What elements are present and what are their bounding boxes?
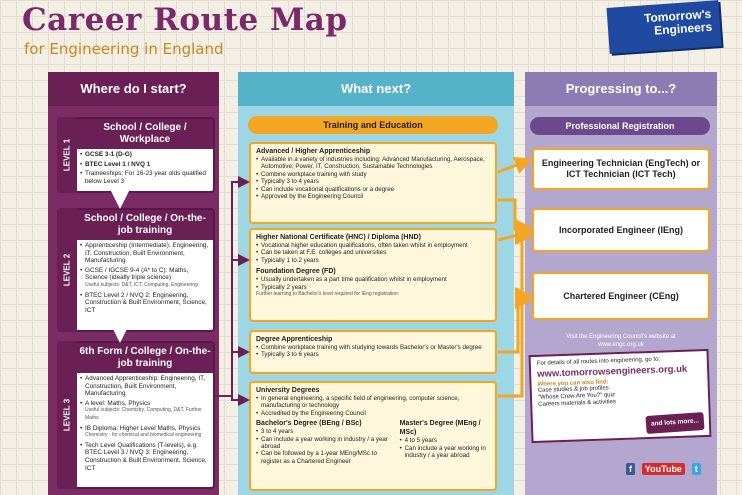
master-section: Master's Degree (MEng / MSc) 4 to 5 year…	[400, 419, 490, 465]
level-heading: School / College / On-the-job training	[77, 210, 213, 240]
box-title: Advanced / Higher Apprenticeship	[256, 148, 371, 155]
university-degrees-box: University Degrees In general engineerin…	[249, 381, 497, 491]
page-title: Career Route Map	[22, 2, 348, 38]
list-item: 3 to 4 years	[256, 428, 394, 436]
level-1-box: LEVEL 1 School / College / Workplace GCS…	[57, 117, 215, 193]
ieng-box: Incorporated Engineer (IEng)	[532, 208, 710, 252]
column-next-header: What next?	[238, 72, 514, 106]
list-item: Accredited by the Engineering Council	[256, 410, 490, 418]
ceng-box: Chartered Engineer (CEng)	[532, 272, 710, 320]
logo[interactable]: Tomorrow's Engineers	[606, 0, 722, 54]
column-progress-header: Progressing to...?	[525, 72, 717, 106]
list-item: GCSE / IGCSE 9-4 (A* to C): Maths, Scien…	[80, 267, 210, 290]
list-item: BTEC Level 2 / NVQ 2: Engineering, Const…	[80, 292, 210, 315]
box-title: Foundation Degree (FD)	[256, 268, 336, 276]
list-item: IB Diploma: Higher Level Maths, PhysicsC…	[80, 425, 210, 440]
list-item: Advanced Apprenticeship: Engineering, IT…	[80, 375, 210, 398]
box-title: Higher National Certificate (HNC) / Dipl…	[256, 234, 421, 241]
box-title: Bachelor's Degree (BEng / BSc)	[256, 420, 362, 428]
degree-apprenticeship-box: Degree Apprenticeship Combine workplace …	[249, 330, 497, 374]
social-links: f YouTube t	[626, 463, 705, 475]
list-item: Available in a variety of industries inc…	[256, 156, 490, 171]
level-2-box: LEVEL 2 School / College / On-the-job tr…	[57, 208, 215, 332]
level-tab: LEVEL 1	[57, 117, 77, 193]
box-title: University Degrees	[256, 387, 320, 394]
level-heading: School / College / Workplace	[77, 119, 213, 149]
box-title: Master's Degree (MEng / MSc)	[399, 420, 481, 437]
list-item: Typically 3 to 4 years	[256, 178, 490, 186]
list-item: In general engineering, a specific field…	[256, 395, 490, 410]
page-subtitle: for Engineering in England	[24, 40, 224, 58]
box-title: Degree Apprenticeship	[256, 336, 333, 343]
hnc-hnd-box: Higher National Certificate (HNC) / Dipl…	[249, 228, 497, 322]
youtube-icon[interactable]: YouTube	[641, 463, 685, 475]
bachelor-section: Bachelor's Degree (BEng / BSc) 3 to 4 ye…	[256, 419, 394, 465]
footnote: Further learning to Bachelor's level req…	[256, 291, 398, 298]
twitter-icon[interactable]: t	[691, 463, 701, 475]
list-item: Approved by the Engineering Council	[256, 193, 490, 201]
level-3-box: LEVEL 3 6th Form / College / On-the-job …	[57, 341, 215, 489]
level-tab: LEVEL 3	[57, 341, 77, 489]
list-item: Typically 1 to 2 years	[256, 257, 490, 265]
note: Useful subjects: Chemistry, Computing, D…	[85, 407, 202, 421]
column-start-header: Where do I start?	[48, 72, 219, 106]
level-tab: LEVEL 2	[57, 208, 77, 332]
level-heading: 6th Form / College / On-the-job training	[77, 343, 213, 373]
list-item: Apprenticeship (Intermediate): Engineeri…	[80, 242, 210, 265]
list-item: Usually undertaken as a part time qualif…	[256, 276, 490, 284]
note: Useful subjects: D&T, ICT, Computing, En…	[85, 281, 198, 288]
list-item: Traineeships: For 16-23 year olds qualif…	[80, 170, 210, 185]
list-item: Tech Level Qualifications (T-levels), e.…	[80, 442, 210, 472]
list-item: Combine workplace training with study	[256, 171, 490, 179]
training-pill: Training and Education	[248, 116, 498, 134]
engtech-box: Engineering Technician (EngTech) or ICT …	[532, 148, 710, 190]
list-item: Can include a year working in industry /…	[400, 445, 490, 460]
list-item: Can be followed by a 1-year MEng/MSc to …	[256, 450, 394, 465]
list-item: Typically 2 years	[256, 284, 490, 292]
list-item: Typically 3 to 6 years	[256, 351, 490, 359]
list-item: Vocational higher education qualificatio…	[256, 242, 490, 250]
list-item: Combine workplace training with studying…	[256, 344, 490, 352]
list-item: 4 to 5 years	[400, 437, 490, 445]
facebook-icon[interactable]: f	[626, 463, 635, 475]
list-item: GCSE 3-1 (D-G)	[80, 151, 210, 159]
list-item: BTEC Level 1 / NVQ 1	[80, 161, 210, 169]
registration-pill: Professional Registration	[530, 117, 710, 135]
visit-text: Visit the Engineering Council's website …	[566, 334, 676, 348]
note: Chemistry - for chemical and biomedical …	[85, 432, 202, 439]
list-item: Can be taken at F.E. colleges and univer…	[256, 249, 490, 257]
list-item: Can include a year working in industry /…	[256, 436, 394, 451]
apprenticeship-box: Advanced / Higher Apprenticeship Availab…	[249, 142, 497, 224]
list-item: Can include vocational qualifications or…	[256, 186, 490, 194]
